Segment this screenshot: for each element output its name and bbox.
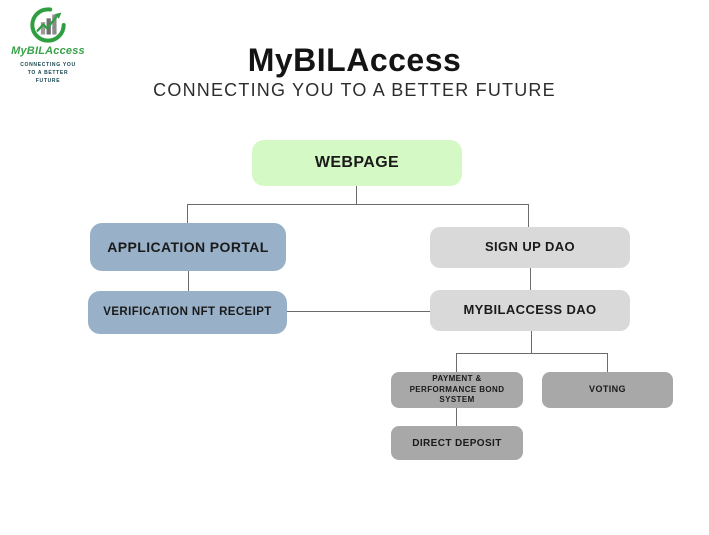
- connector-line: [528, 204, 529, 227]
- node-label: DIRECT DEPOSIT: [412, 437, 502, 449]
- node-webpage: WEBPAGE: [252, 140, 462, 186]
- node-label: APPLICATION PORTAL: [107, 238, 269, 255]
- node-label: SIGN UP DAO: [484, 239, 576, 255]
- logo-tagline-line: CONNECTING YOU: [20, 62, 76, 68]
- page-title: MyBILAccess: [247, 42, 462, 78]
- logo-tagline: CONNECTING YOU TO A BETTER FUTURE: [5, 61, 91, 85]
- logo: MyBILAccess CONNECTING YOU TO A BETTER F…: [5, 6, 91, 85]
- connector-line: [188, 271, 189, 291]
- logo-tagline-line: FUTURE: [35, 78, 61, 84]
- connector-line: [356, 186, 357, 204]
- connector-line: [187, 204, 188, 223]
- node-direct-deposit: DIRECT DEPOSIT: [391, 426, 523, 460]
- logo-name: MyBILAccess: [11, 45, 85, 57]
- node-label: WEBPAGE: [314, 153, 400, 171]
- connector-line: [287, 311, 430, 312]
- node-voting: VOTING: [542, 372, 673, 408]
- connector-line: [607, 353, 608, 372]
- node-payment-performance-bond: PAYMENT & PERFORMANCE BOND SYSTEM: [391, 372, 523, 408]
- connector-line: [456, 353, 457, 372]
- node-verification-nft-receipt: VERIFICATION NFT RECEIPT: [88, 291, 287, 334]
- node-label: MYBILACCESS DAO: [463, 302, 597, 318]
- connector-line: [187, 204, 529, 205]
- connector-line: [456, 353, 608, 354]
- connector-line: [456, 408, 457, 426]
- node-mybilaccess-dao: MYBILACCESS DAO: [430, 290, 630, 331]
- page-subtitle: CONNECTING YOU TO A BETTER FUTURE: [153, 80, 556, 100]
- connector-line: [531, 331, 532, 353]
- node-application-portal: APPLICATION PORTAL: [90, 223, 286, 271]
- logo-growth-chart-icon: [30, 7, 66, 43]
- node-label: VOTING: [589, 384, 626, 395]
- node-label: PAYMENT & PERFORMANCE BOND SYSTEM: [409, 374, 505, 405]
- connector-line: [530, 268, 531, 290]
- logo-tagline-line: TO A BETTER: [27, 70, 69, 76]
- node-sign-up-dao: SIGN UP DAO: [430, 227, 630, 268]
- node-label: VERIFICATION NFT RECEIPT: [103, 306, 272, 319]
